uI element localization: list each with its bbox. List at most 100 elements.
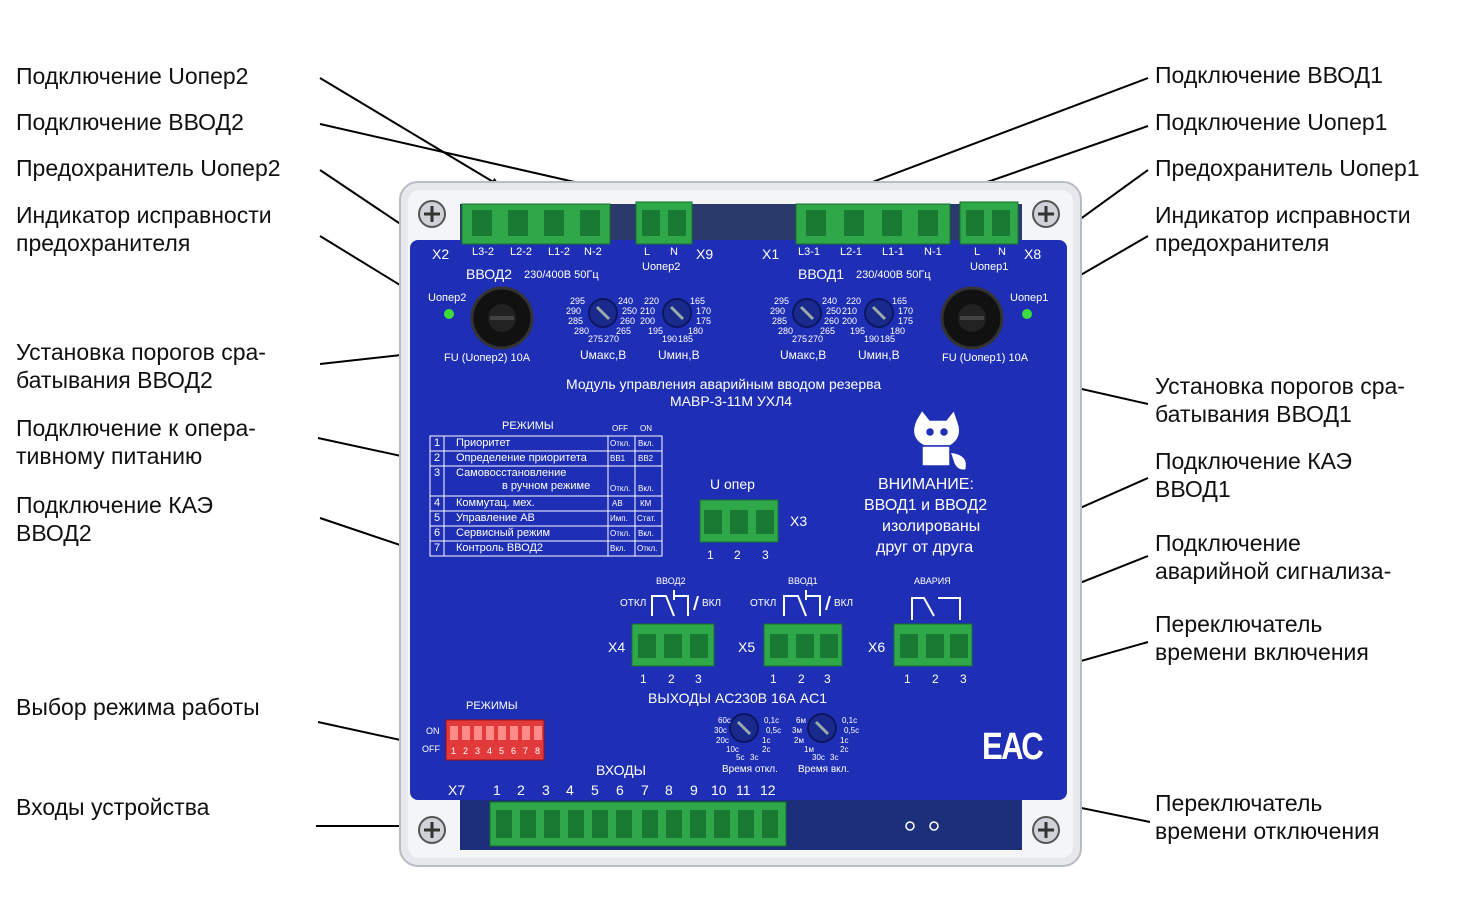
umax2-scale-280: 280: [574, 326, 590, 336]
umin1-scale-185: 185: [880, 334, 896, 344]
pot-umin-2[interactable]: [662, 298, 692, 328]
toff-scale-01c: 0,1c: [764, 716, 780, 725]
input-pin-9: 9: [690, 782, 698, 798]
label-x7: X7: [448, 782, 466, 798]
callout-conn-uoper2: Подключение Uопер2: [16, 63, 249, 89]
fuse-holder-1[interactable]: [940, 286, 1004, 350]
callout-conn-vvod2: Подключение ВВОД2: [16, 109, 244, 135]
connector-x8[interactable]: [959, 201, 1019, 245]
ton-scale-3m: 3м: [792, 726, 802, 735]
pin-x4-2: 2: [668, 672, 675, 686]
pin-x9-2: N: [670, 246, 678, 258]
callout-device-inputs: Входы устройства: [16, 794, 210, 820]
mode-2-on: ВВ2: [638, 454, 654, 463]
relay-symbol-alarm: [911, 597, 961, 620]
umin1-scale-210: 210: [842, 306, 858, 316]
pin-x3-1: 1: [707, 548, 714, 562]
mode-4-name: Коммутац. мех.: [456, 497, 535, 509]
label-fu2: FU (Uопер2) 10A: [444, 352, 531, 364]
ton-scale-1c: 1c: [840, 736, 849, 745]
input-pin-4: 4: [566, 782, 574, 798]
pin-x6-2: 2: [932, 672, 939, 686]
mode-3-name2: в ручном режиме: [502, 480, 591, 492]
time-on-switch[interactable]: [807, 713, 837, 743]
umin1-scale-175: 175: [898, 316, 914, 326]
ton-scale-6m: 6м: [796, 716, 806, 725]
toff-scale-3c: 3c: [750, 753, 759, 762]
label-fu1: FU (Uопер1) 10A: [942, 352, 1029, 364]
vvod1-title: ВВОД1: [798, 266, 845, 282]
connector-x7[interactable]: [489, 801, 787, 847]
leader-conn-vvod1: [845, 77, 1149, 193]
label-umax-1: Uмакс,В: [780, 348, 827, 362]
mavr-device: X2 L3-2 L2-2 L1-2 N-2 L N X9 Uопер2 X1 L…: [398, 180, 1083, 868]
mode-6-name: Сервисный режим: [456, 527, 551, 539]
callout-mode-select: Выбор режима работы: [16, 694, 260, 720]
pin-x5-3: 3: [824, 672, 831, 686]
pin-x2-2: L2-2: [510, 246, 533, 258]
mode-6-on: Вкл.: [638, 529, 654, 538]
warning-line4: друг от друга: [876, 539, 974, 556]
pot-umax-2[interactable]: [588, 298, 618, 328]
connector-x5[interactable]: [763, 623, 843, 667]
connector-x4[interactable]: [631, 623, 715, 667]
toff-scale-30c: 30c: [714, 726, 727, 735]
warning-line2: ВВОД1 и ВВОД2: [864, 497, 988, 514]
time-off-switch[interactable]: [729, 713, 759, 743]
connector-x1[interactable]: [795, 203, 951, 245]
modes-off-header: OFF: [612, 424, 628, 433]
pin-x8-1: L: [974, 246, 981, 258]
ton-scale-3c: 3c: [830, 753, 839, 762]
toff-scale-5c: 5c: [736, 753, 745, 762]
pin-x6-1: 1: [904, 672, 911, 686]
mode-5-name: Управление АВ: [456, 512, 535, 524]
connector-x2[interactable]: [461, 203, 611, 245]
mode-4-num: 4: [434, 497, 441, 509]
vvod2-title: ВВОД2: [466, 266, 513, 282]
connector-x9[interactable]: [635, 201, 693, 245]
mascot-logo: [912, 408, 968, 472]
pin-x5-1: 1: [770, 672, 777, 686]
dip-num-5: 5: [499, 746, 505, 756]
mode-1-on: Вкл.: [638, 439, 654, 448]
umin2-scale-200: 200: [640, 316, 656, 326]
connector-x3[interactable]: [699, 499, 779, 543]
modes-on-header: ON: [640, 424, 652, 433]
mode-3-name: Самовосстановление: [456, 467, 567, 479]
pot-umin-1[interactable]: [864, 298, 894, 328]
input-pin-11: 11: [736, 782, 751, 798]
ton-scale-05c: 0,5c: [844, 726, 860, 735]
umax2-scale-240: 240: [618, 296, 634, 306]
dip-switch[interactable]: [445, 719, 545, 761]
label-avaria: АВАРИЯ: [914, 576, 951, 586]
umin1-scale-220: 220: [846, 296, 862, 306]
dip-num-7: 7: [523, 746, 529, 756]
umin2-scale-180: 180: [688, 326, 704, 336]
label-x9: X9: [696, 246, 714, 262]
ton-scale-2m: 2м: [794, 736, 804, 745]
toff-scale-60c: 60c: [718, 716, 731, 725]
mode-5-on: Стат.: [637, 514, 656, 523]
umax1-scale-280: 280: [778, 326, 794, 336]
pot-umax-1[interactable]: [792, 298, 822, 328]
connector-x6[interactable]: [893, 623, 973, 667]
mode-5-off: Имп.: [610, 514, 628, 523]
led-uoper2: [444, 309, 454, 319]
input-pin-1: 1: [493, 782, 501, 798]
label-uoper1-under: Uопер1: [970, 261, 1009, 273]
label-vkl-1: ВКЛ: [834, 598, 854, 609]
callout-fuse-uoper1: Предохранитель Uопер1: [1155, 155, 1420, 181]
ton-scale-30c: 30c: [812, 753, 825, 762]
input-pin-12: 12: [760, 782, 776, 798]
dip-num-8: 8: [535, 746, 541, 756]
umax1-scale-260: 260: [824, 316, 840, 326]
label-vvod2-small: ВВОД2: [656, 576, 686, 586]
umax2-scale-275: 275: [588, 334, 604, 344]
label-x3: X3: [790, 513, 808, 529]
modes-table: [429, 435, 663, 557]
fuse-holder-2[interactable]: [470, 286, 534, 350]
umax2-scale-285: 285: [568, 316, 584, 326]
